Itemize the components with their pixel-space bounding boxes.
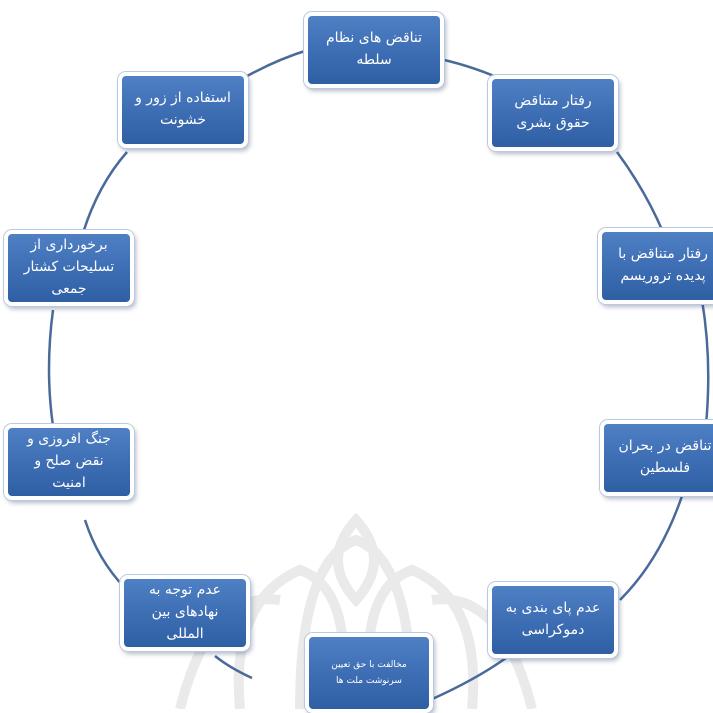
- cycle-node-1: تناقض های نظام سلطه: [304, 12, 444, 88]
- cycle-node-10: استفاده از زور و خشونت: [118, 72, 248, 148]
- cycle-node-2: رفتار متناقض حقوق بشری: [488, 75, 618, 151]
- connector-2-3: [615, 151, 665, 233]
- cycle-node-3: رفتار متناقض با پدیده تروریسم: [598, 228, 713, 304]
- cycle-node-8-label: جنگ افروزی و نقض صلح و امنیت: [27, 431, 111, 491]
- cycle-node-7-label: عدم توجه به نهادهای بین المللی: [149, 582, 221, 642]
- connector-6-7: [214, 655, 253, 680]
- connector-4-5: [619, 495, 684, 601]
- connector-7-8: [83, 519, 126, 589]
- cycle-node-6: مخالفت با حق تعیین سرنوشت ملت ها: [305, 633, 433, 713]
- cycle-node-8: جنگ افروزی و نقض صلح و امنیت: [4, 424, 134, 500]
- cycle-node-1-label: تناقض های نظام سلطه: [325, 30, 423, 68]
- cycle-node-9-label: برخورداری از تسلیحات کشتار جمعی: [23, 237, 115, 297]
- cycle-node-4: تناقض در بحران فلسطین: [600, 420, 713, 496]
- cycle-node-10-label: استفاده از زور و خشونت: [135, 90, 231, 128]
- cycle-node-2-label: رفتار متناقض حقوق بشری: [514, 93, 592, 131]
- cycle-node-4-label: تناقض در بحران فلسطین: [618, 438, 712, 476]
- connector-9-10: [81, 151, 128, 234]
- cycle-node-5: عدم پای بندی به دموکراسی: [488, 582, 618, 658]
- connector-8-9: [47, 309, 55, 427]
- connector-10-1: [239, 48, 309, 82]
- cycle-node-9: برخورداری از تسلیحات کشتار جمعی: [4, 230, 134, 306]
- connector-5-6: [429, 656, 507, 702]
- cycle-node-3-label: رفتار متناقض با پدیده تروریسم: [618, 246, 708, 284]
- cycle-node-6-label: مخالفت با حق تعیین سرنوشت ملت ها: [331, 659, 407, 686]
- cycle-node-7: عدم توجه به نهادهای بین المللی: [120, 575, 250, 651]
- connector-3-4: [700, 299, 710, 426]
- cycle-node-5-label: عدم پای بندی به دموکراسی: [505, 600, 601, 638]
